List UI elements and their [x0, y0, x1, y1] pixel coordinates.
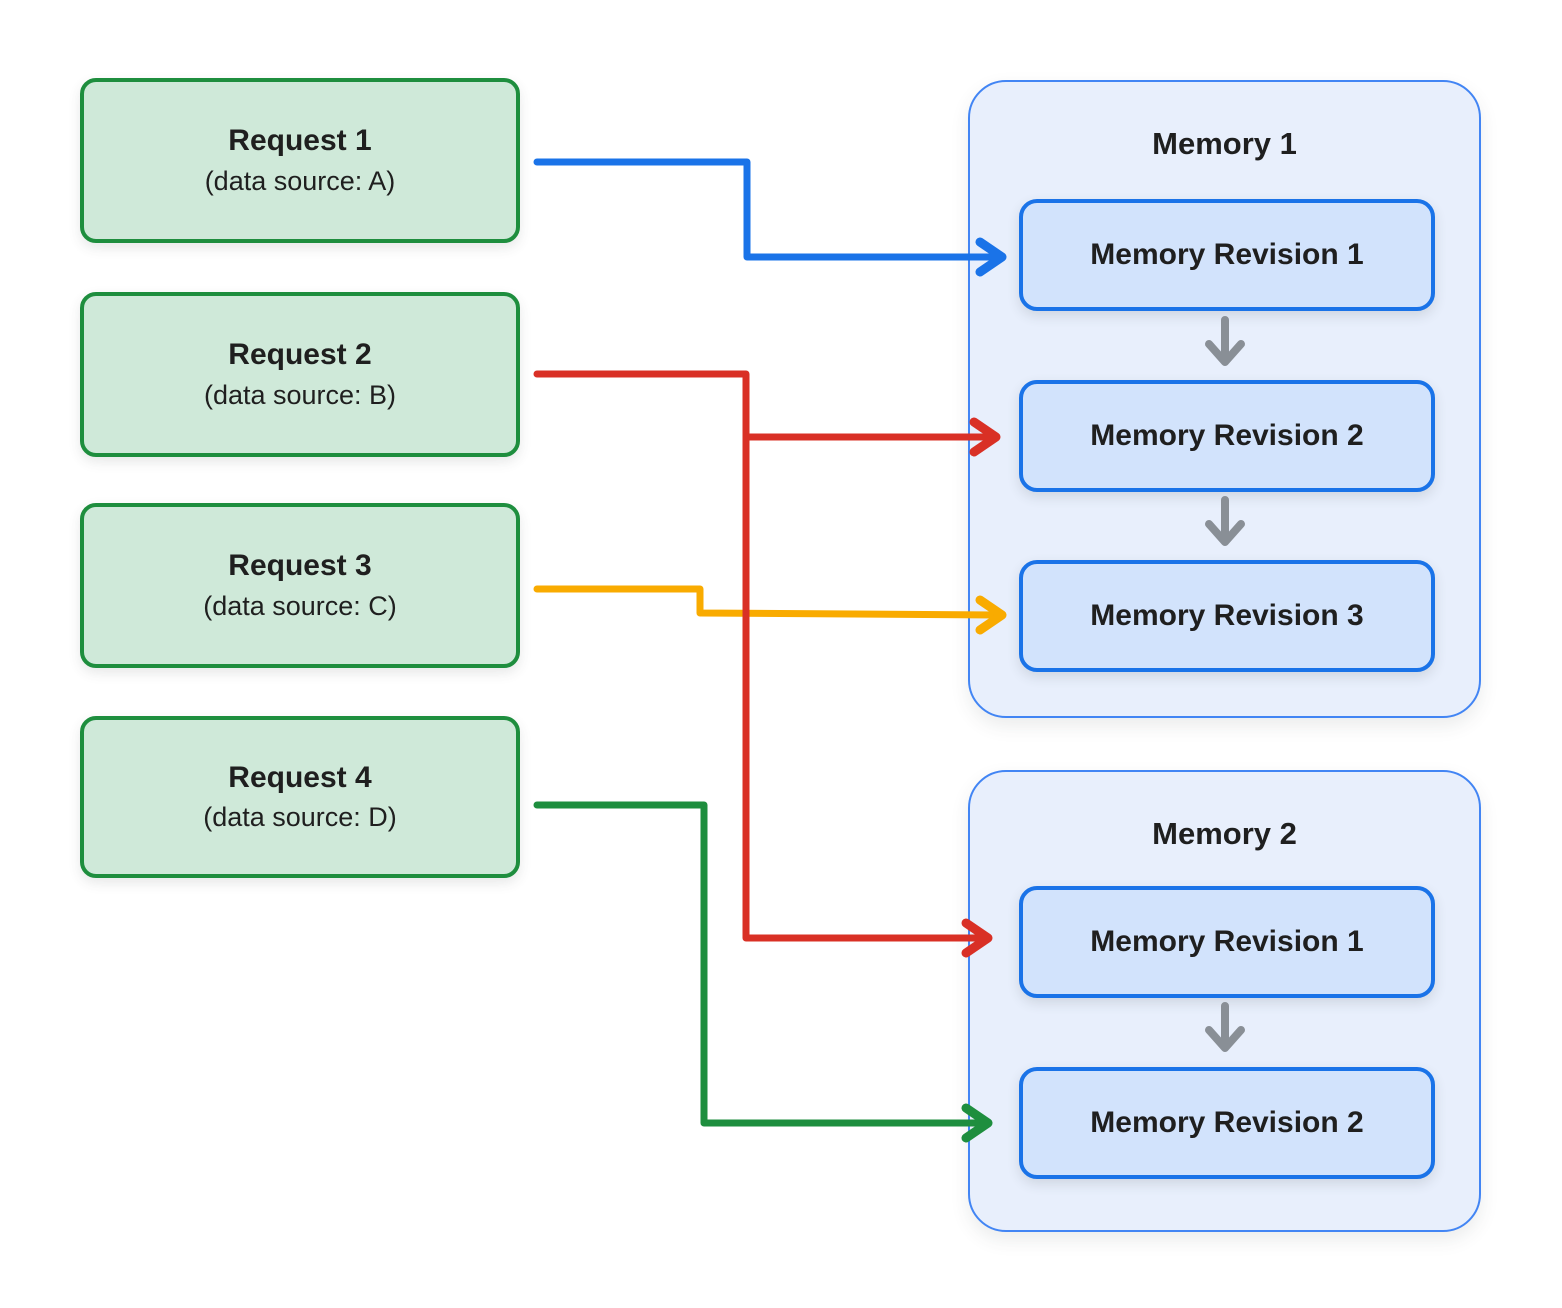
- request-1-subtitle: (data source: A): [204, 165, 396, 196]
- memory-1-revision-2-card: Memory Revision 2: [1019, 380, 1435, 492]
- request-2-subtitle: (data source: B): [203, 379, 397, 410]
- request-4-subtitle: (data source: D): [203, 802, 397, 833]
- memory-1-revision-2-label: Memory Revision 2: [1090, 419, 1364, 452]
- request-4-card: Request 4 (data source: D): [80, 716, 520, 878]
- request-3-subtitle: (data source: C): [203, 590, 397, 621]
- connector-request2-memory1-rev2: [533, 370, 994, 441]
- request-4-title: Request 4: [228, 760, 372, 794]
- memory-2-title: Memory 2: [1152, 816, 1297, 851]
- memory-1-container: Memory 1 Memory Revision 1 Memory Revisi…: [968, 80, 1481, 718]
- request-2-card: Request 2 (data source: B): [80, 292, 520, 457]
- request-2-title: Request 2: [228, 338, 372, 372]
- request-1-card: Request 1 (data source: A): [80, 78, 520, 243]
- request-3-title: Request 3: [228, 549, 372, 583]
- connector-request4-memory2-rev2: [533, 801, 986, 1127]
- memory-2-revision-2-label: Memory Revision 2: [1090, 1106, 1364, 1139]
- request-3-card: Request 3 (data source: C): [80, 503, 520, 668]
- memory-1-revision-1-label: Memory Revision 1: [1090, 238, 1364, 271]
- memory-2-revision-1-label: Memory Revision 1: [1090, 925, 1364, 958]
- memory-1-revision-3-card: Memory Revision 3: [1019, 560, 1435, 672]
- memory-1-revision-3-label: Memory Revision 3: [1090, 599, 1364, 632]
- connector-request3-memory1-rev3: [533, 585, 1000, 619]
- memory-2-revision-2-card: Memory Revision 2: [1019, 1067, 1435, 1179]
- connector-request2-memory2-rev1: [742, 433, 986, 942]
- memory-1-revision-1-card: Memory Revision 1: [1019, 199, 1435, 311]
- connector-request1-memory1-rev1: [533, 158, 1000, 261]
- memory-2-container: Memory 2 Memory Revision 1 Memory Revisi…: [968, 770, 1481, 1232]
- memory-1-title: Memory 1: [1152, 126, 1297, 161]
- request-1-title: Request 1: [228, 124, 372, 158]
- memory-2-revision-1-card: Memory Revision 1: [1019, 886, 1435, 998]
